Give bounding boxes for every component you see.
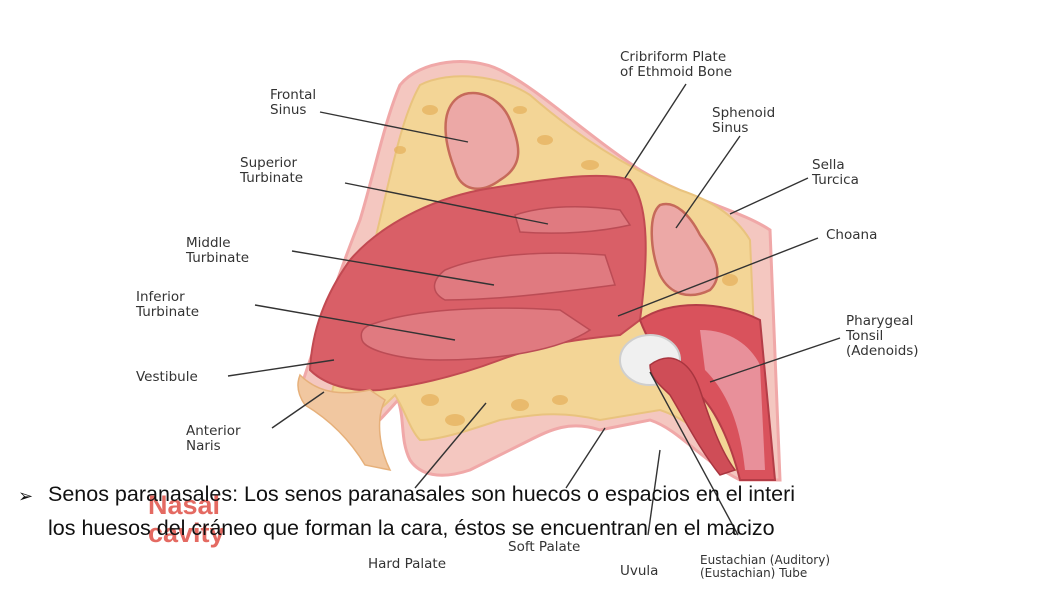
label-middle-turbinate: Middle Turbinate (186, 236, 249, 266)
label-frontal-sinus: Frontal Sinus (270, 88, 316, 118)
bullet-arrow-icon: ➢ (18, 486, 33, 507)
label-choana: Choana (826, 228, 877, 243)
superior-turbinate (515, 207, 630, 233)
label-uvula: Uvula (620, 564, 658, 579)
label-cribriform-plate: Cribriform Plate of Ethmoid Bone (620, 50, 732, 80)
label-vestibule: Vestibule (136, 370, 198, 385)
label-inferior-turbinate: Inferior Turbinate (136, 290, 199, 320)
label-sella-turcica: Sella Turcica (812, 158, 859, 188)
label-anterior-naris: Anterior Naris (186, 424, 241, 454)
label-sphenoid-sinus: Sphenoid Sinus (712, 106, 775, 136)
label-superior-turbinate: Superior Turbinate (240, 156, 303, 186)
label-hard-palate: Hard Palate (368, 557, 446, 572)
paragraph-line-1: Senos paranasales: Los senos paranasales… (48, 478, 795, 511)
label-pharyngeal-tonsil: Pharygeal Tonsil (Adenoids) (846, 314, 919, 359)
label-eustachian-tube: Eustachian (Auditory) (Eustachian) Tube (700, 554, 830, 580)
paragraph-line-2: los huesos del cráneo que forman la cara… (48, 512, 775, 545)
